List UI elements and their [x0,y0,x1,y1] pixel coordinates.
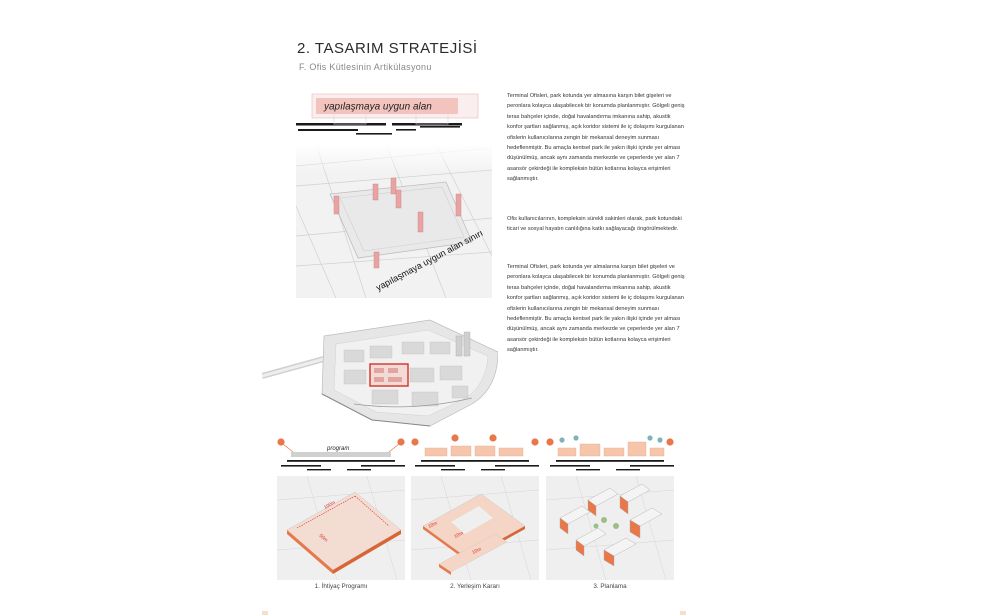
body-paragraph: Ofis kullanıcılarının, kompleksin sürekl… [507,216,682,233]
planning-diagram [546,435,674,581]
page-subtitle: F. Ofis Kütlesinin Artikülasyonu [299,62,432,72]
dimension-long: 100m [323,500,336,511]
program-diagram: program 100m 50m [277,438,405,581]
page-corner-mark [262,611,268,615]
step-panel-placement: 10m 10m 10m 2. Yerleşim Kararı [411,430,539,600]
step-caption: 2. Yerleşim Kararı [450,583,500,590]
dimension-c: 10m [471,546,482,555]
step-caption: 1. İhtiyaç Programı [314,583,368,590]
step-panel-planning: 3. Planlama [546,430,674,600]
buildable-area-label: yapılaşmaya uygun alan [323,102,432,113]
dimension-b: 10m [453,530,464,539]
page-title: 2. TASARIM STRATEJİSİ [297,40,478,57]
dimension-a: 10m [427,520,438,529]
body-paragraph: Terminal Ofisleri, park kotunda yer alma… [507,93,685,183]
step-panel-program: program 100m 50m 1. İhtiyaç Programı [277,430,405,600]
placement-diagram: 10m 10m 10m [411,434,539,581]
step-caption: 3. Planlama [593,583,627,590]
buildable-area-diagram: yapılaşmaya uygun alan yapılaşmaya uygun… [296,93,492,298]
program-label: program [326,446,349,452]
site-aerial-diagram [262,319,498,427]
body-paragraph: Terminal Ofisleri, park kotunda yer alma… [507,264,685,354]
dimension-short: 50m [318,533,329,544]
page-corner-mark [680,611,686,615]
